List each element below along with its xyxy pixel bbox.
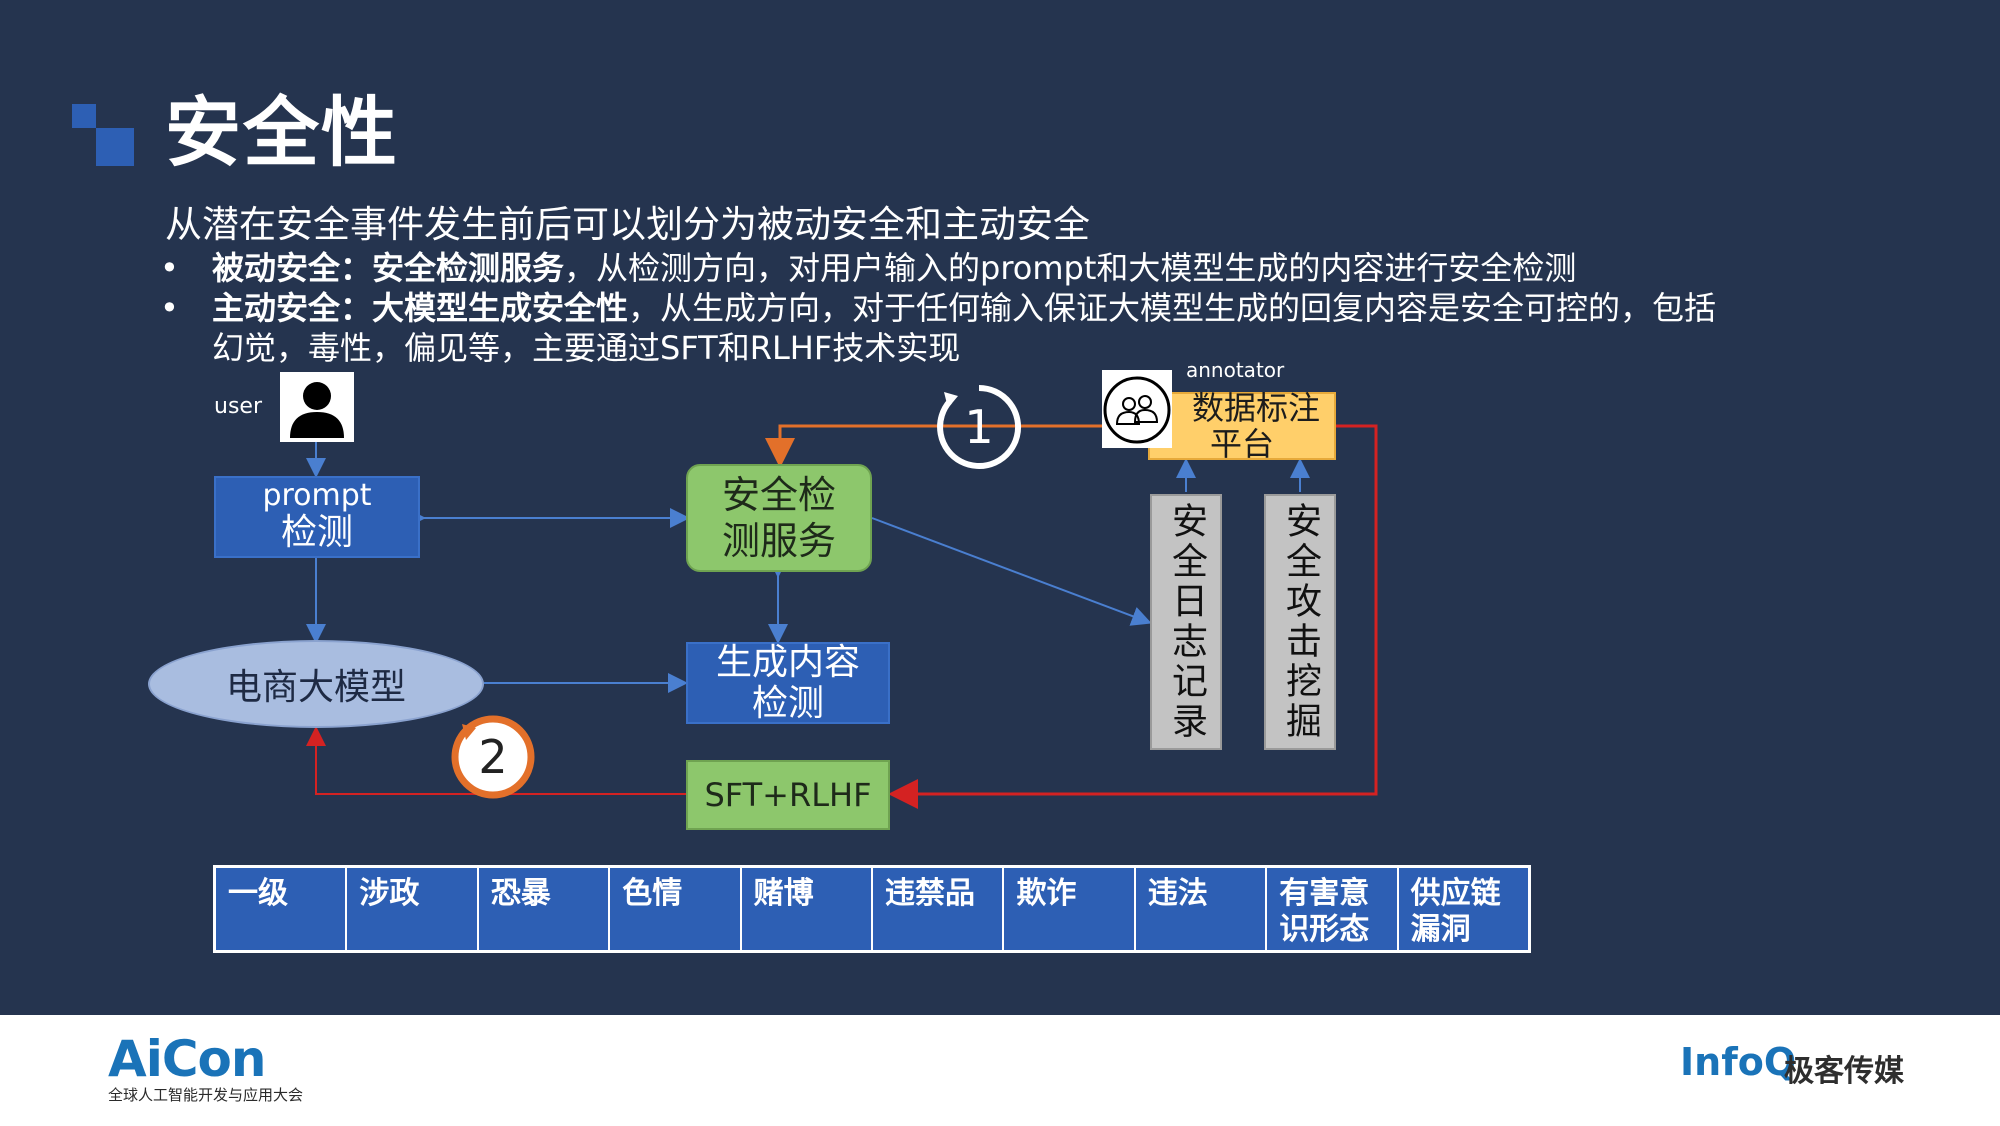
- prompt-check-line1: prompt: [262, 478, 372, 513]
- security-attack-text: 安全攻击挖掘: [1280, 502, 1321, 742]
- risk-category-cell: 违法: [1136, 868, 1268, 950]
- user-label: user: [214, 394, 262, 419]
- bullet-active-text: ，从生成方向，对于任何输入保证大模型生成的回复内容是安全可控的，包括: [628, 289, 1717, 327]
- labeling-line2: 平台: [1209, 425, 1274, 463]
- bullet-active-continuation: 幻觉，毒性，偏见等，主要通过SFT和RLHF技术实现: [212, 329, 961, 367]
- step-2-badge: 2: [448, 712, 538, 802]
- gen-check-box: 生成内容 检测: [686, 642, 890, 724]
- security-attack-box: 安全攻击挖掘: [1264, 494, 1336, 750]
- labeling-line1: 数据标注: [1191, 389, 1320, 427]
- bullet-active: •主动安全：大模型生成安全性，从生成方向，对于任何输入保证大模型生成的回复内容是…: [160, 289, 1717, 327]
- risk-category-cell: 供应链漏洞: [1410, 876, 1501, 947]
- risk-category-cell: 一级: [216, 868, 348, 950]
- page-title: 安全性: [165, 88, 399, 177]
- safety-service-line2: 测服务: [721, 519, 836, 563]
- gen-check-line1: 生成内容: [715, 642, 860, 683]
- step-1-number: 1: [964, 400, 994, 454]
- risk-category-cell: 有害意识形态: [1267, 868, 1399, 950]
- safety-service-box: 安全检 测服务: [686, 464, 872, 572]
- title-mark-icon: [72, 104, 134, 166]
- llm-ellipse: 电商大模型: [148, 640, 484, 728]
- aicon-subtitle: 全球人工智能开发与应用大会: [108, 1086, 304, 1104]
- bullet-active-bold: 主动安全：大模型生成安全性: [212, 289, 629, 327]
- prompt-check-box: prompt 检测: [214, 476, 420, 558]
- risk-category-cell: 违禁品: [873, 868, 1005, 950]
- sft-rlhf-box: SFT+RLHF: [686, 760, 890, 830]
- prompt-check-line2: 检测: [280, 512, 353, 553]
- step-2-number: 2: [478, 730, 508, 784]
- annotator-group-icon: [1102, 370, 1172, 448]
- infoq-logo: InfoQ: [1680, 1040, 1797, 1084]
- step-1-badge: 1: [934, 382, 1024, 472]
- diagram-connectors: [306, 424, 1378, 809]
- risk-category-table: 一级涉政恐暴色情赌博违禁品欺诈违法有害意识形态供应链漏洞: [213, 865, 1531, 953]
- arrow-safety-log: [871, 517, 1152, 626]
- footer: [0, 1015, 2000, 1126]
- labeling-platform-box: 数据标注 平台: [1148, 389, 1336, 463]
- annotator-label: annotator: [1186, 358, 1285, 382]
- risk-category-cell: 色情: [610, 868, 742, 950]
- risk-category-cell: 赌博: [742, 868, 874, 950]
- safety-service-line1: 安全检: [721, 473, 836, 517]
- arrow-labeling-safety: [765, 424, 1148, 468]
- arrow-labeling-sft: [888, 424, 1378, 809]
- security-log-text: 安全日志记录: [1166, 502, 1207, 742]
- bullet-passive-text: ，从检测方向，对用户输入的prompt和大模型生成的内容进行安全检测: [564, 249, 1577, 287]
- bullet-passive: •被动安全：安全检测服务，从检测方向，对用户输入的prompt和大模型生成的内容…: [160, 249, 1577, 287]
- security-log-box: 安全日志记录: [1150, 494, 1222, 750]
- bullet-passive-bold: 被动安全：安全检测服务: [212, 249, 565, 287]
- risk-category-cell: 欺诈: [1004, 868, 1136, 950]
- gen-check-line2: 检测: [751, 683, 824, 724]
- aicon-logo: AiCon: [108, 1030, 266, 1088]
- arrow-sft-llm: [306, 726, 686, 795]
- risk-category-cell: 涉政: [347, 868, 479, 950]
- risk-category-cell: 恐暴: [479, 868, 611, 950]
- user-avatar-icon: [280, 372, 354, 442]
- geek-media-logo: 极客传媒: [1784, 1054, 1904, 1089]
- subtitle: 从潜在安全事件发生前后可以划分为被动安全和主动安全: [165, 203, 1090, 246]
